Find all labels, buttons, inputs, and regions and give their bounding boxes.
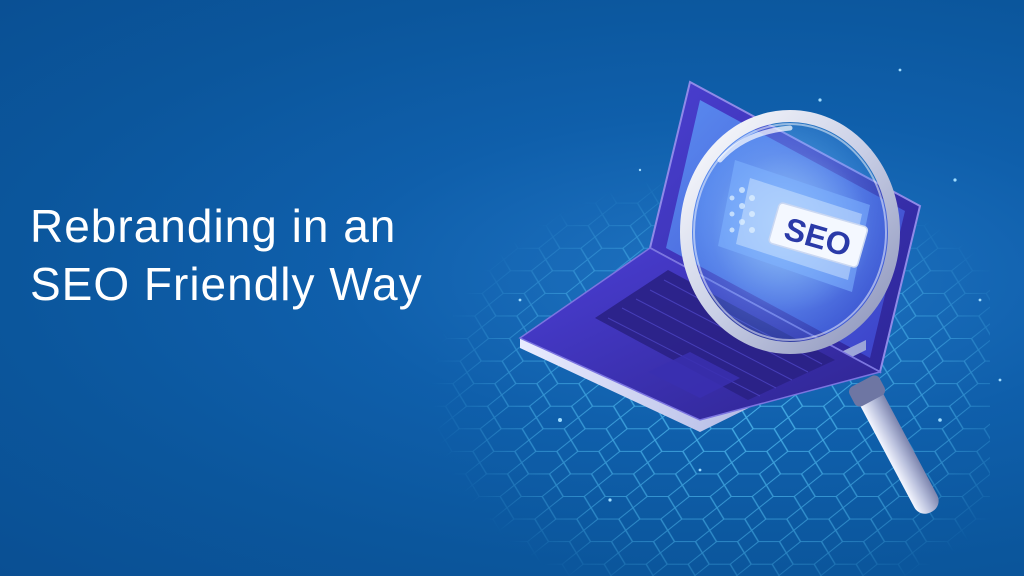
headline-line-1: Rebranding in an	[30, 200, 397, 252]
banner-headline: Rebranding in an SEO Friendly Way	[30, 197, 500, 313]
headline-line-2: SEO Friendly Way	[30, 258, 423, 310]
